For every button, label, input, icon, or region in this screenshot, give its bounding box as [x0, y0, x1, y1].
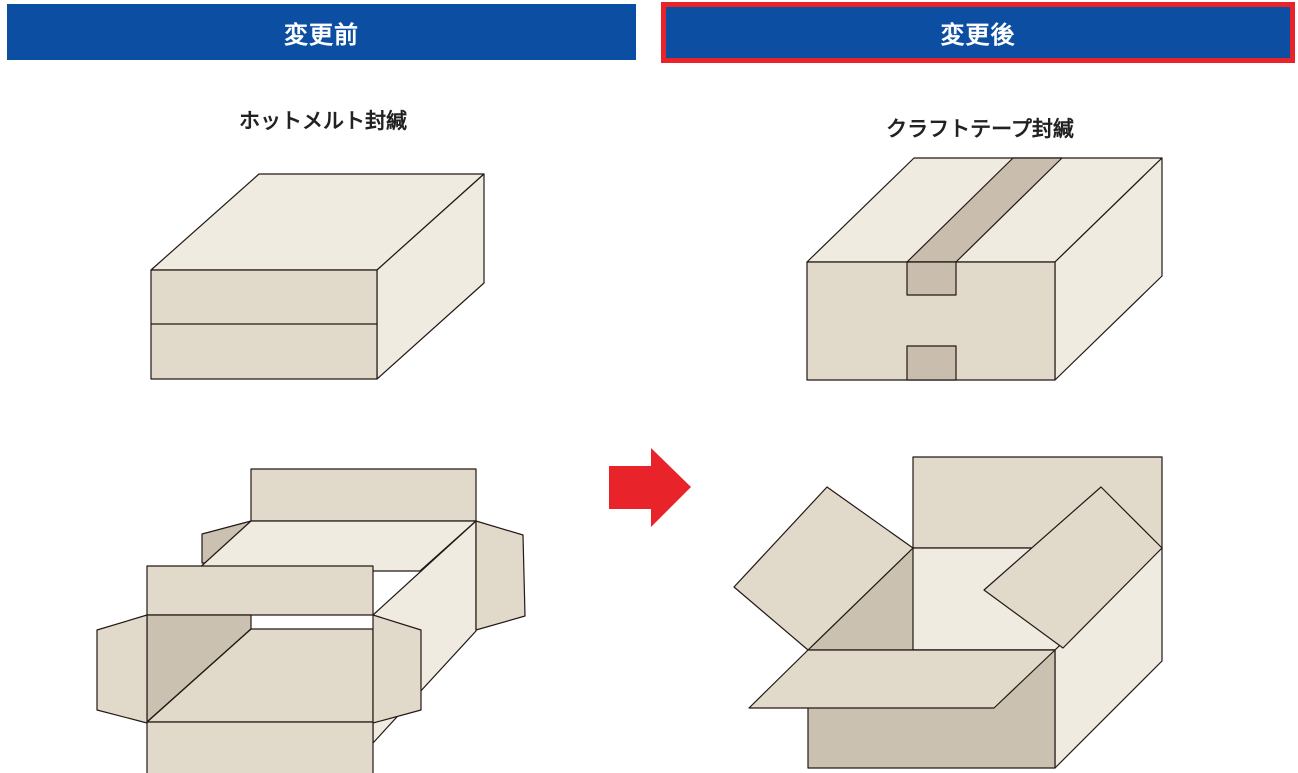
hotmelt-open-box — [96, 468, 526, 773]
tape-front-upper — [906, 261, 957, 296]
tape-front-lower — [906, 345, 957, 381]
hotmelt-closed-box — [150, 173, 485, 380]
kraft-tape-caption: クラフトテープ封緘 — [886, 117, 1074, 141]
front-bottom-flap — [146, 721, 374, 773]
after-header: 変更後 — [661, 2, 1295, 63]
before-header-label: 変更前 — [284, 20, 359, 49]
hotmelt-caption: ホットメルト封緘 — [239, 109, 407, 133]
kraft-closed-box — [806, 157, 1163, 381]
left-flap — [96, 614, 148, 724]
box-opening-gap — [251, 614, 373, 629]
front-right-flap — [372, 614, 422, 724]
front-top-flap — [146, 565, 374, 616]
box-back-wall — [195, 520, 477, 572]
before-header: 変更前 — [7, 4, 636, 60]
kraft-open-box — [733, 456, 1163, 769]
right-flap-after — [983, 486, 1163, 649]
right-arrow-icon — [609, 448, 691, 527]
right-flap — [475, 520, 526, 631]
front-flap-after — [748, 649, 1056, 709]
left-flap-after — [733, 486, 914, 651]
after-header-label: 変更後 — [940, 21, 1016, 49]
back-flap — [250, 468, 477, 522]
